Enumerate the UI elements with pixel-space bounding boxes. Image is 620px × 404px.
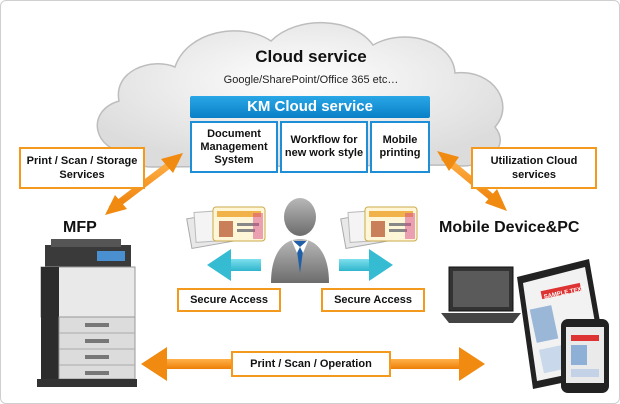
id-card-documents-right-icon <box>340 206 418 249</box>
user-person-icon <box>271 198 329 283</box>
cloud-subtitle: Google/SharePoint/Office 365 etc… <box>223 74 399 86</box>
cloud-title: Cloud service <box>255 47 367 66</box>
service-mobile-printing: Mobile printing <box>370 121 430 173</box>
mfp-printer-icon <box>37 239 137 387</box>
km-cloud-service-bar: KM Cloud service <box>190 96 430 118</box>
teal-arrow-right <box>339 249 393 281</box>
service-workflow: Workflow for new work style <box>280 121 368 173</box>
label-print-scan-operation: Print / Scan / Operation <box>231 351 391 377</box>
label-utilization-cloud: Utilization Cloud services <box>471 147 597 189</box>
laptop-icon <box>441 266 521 323</box>
label-print-scan-storage: Print / Scan / Storage Services <box>19 147 145 189</box>
smartphone-icon <box>561 319 609 393</box>
mobile-device-label: Mobile Device&PC <box>439 219 580 236</box>
mfp-label: MFP <box>63 219 97 236</box>
secure-access-right: Secure Access <box>321 288 425 312</box>
teal-arrow-left <box>207 249 261 281</box>
service-document-management: Document Management System <box>190 121 278 173</box>
secure-access-left: Secure Access <box>177 288 281 312</box>
id-card-documents-left-icon <box>186 206 266 249</box>
